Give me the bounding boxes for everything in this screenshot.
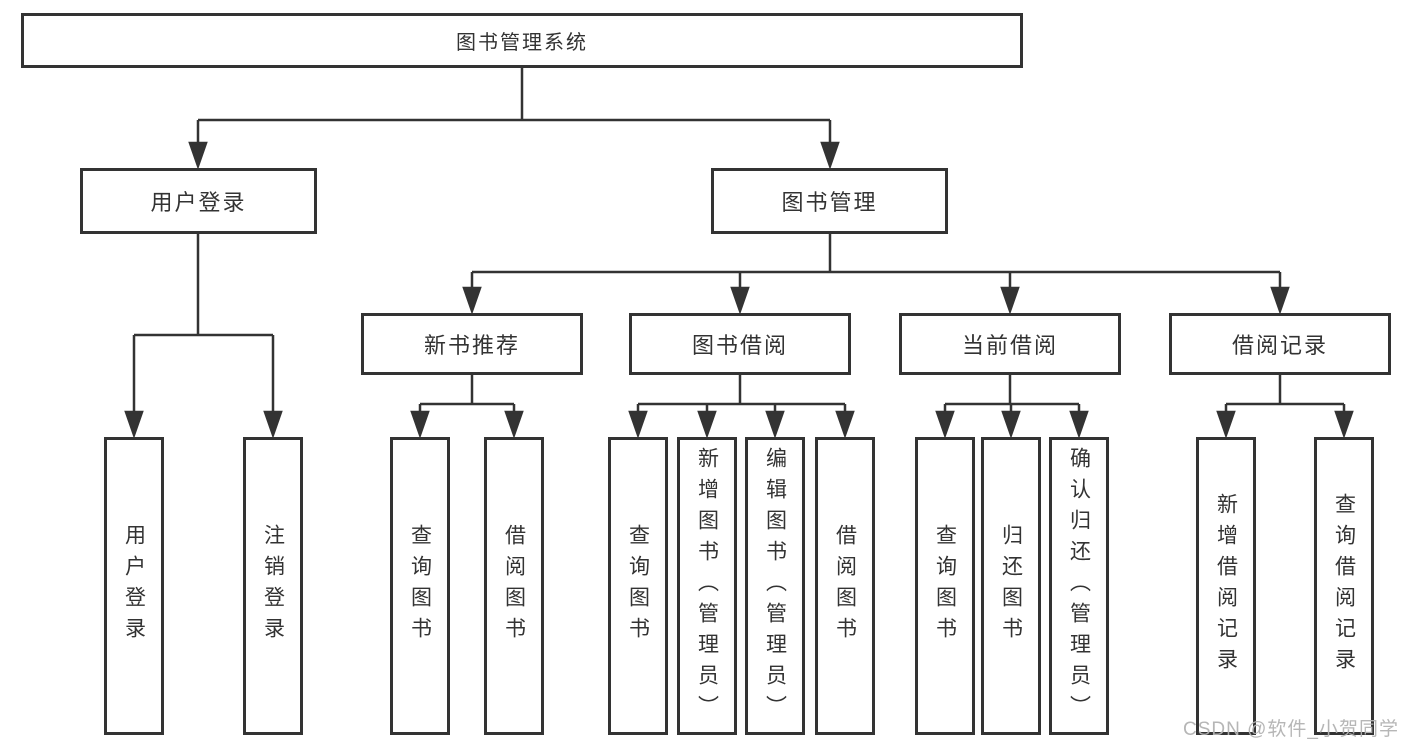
leaf-query-book-current: 查询图书 xyxy=(915,437,975,735)
leaf-label: 确认归还（管理员） xyxy=(1067,446,1091,726)
arrowhead-icon xyxy=(820,141,840,170)
node-root-label: 图书管理系统 xyxy=(456,32,588,54)
leaf-borrow-book-recommend: 借阅图书 xyxy=(484,437,544,735)
leaf-label: 注销登录 xyxy=(261,524,285,648)
node-book-management: 图书管理 xyxy=(711,168,948,234)
arrowhead-icon xyxy=(1001,410,1021,439)
leaf-label: 查询图书 xyxy=(933,524,957,648)
leaf-label: 借阅图书 xyxy=(502,524,526,648)
leaf-label: 新增图书（管理员） xyxy=(695,446,719,726)
arrowhead-icon xyxy=(765,410,785,439)
node-label: 新书推荐 xyxy=(423,333,520,358)
arrowhead-icon xyxy=(462,286,482,315)
arrowhead-icon xyxy=(1270,286,1290,315)
leaf-label: 用户登录 xyxy=(122,524,146,648)
leaf-label: 新增借阅记录 xyxy=(1214,493,1238,679)
leaf-add-borrow-record: 新增借阅记录 xyxy=(1196,437,1256,735)
arrowhead-icon xyxy=(1069,410,1089,439)
arrowhead-icon xyxy=(835,410,855,439)
node-label: 图书管理 xyxy=(781,190,878,215)
node-user-login: 用户登录 xyxy=(80,168,317,234)
arrowhead-icon xyxy=(1000,286,1020,315)
node-borrow-record: 借阅记录 xyxy=(1169,313,1391,375)
arrowhead-icon xyxy=(188,141,208,170)
arrowhead-icon xyxy=(1334,410,1354,439)
node-label: 图书借阅 xyxy=(691,333,788,358)
leaf-label: 借阅图书 xyxy=(833,524,857,648)
leaf-label: 归还图书 xyxy=(999,524,1023,648)
arrowhead-icon xyxy=(697,410,717,439)
leaf-query-book: 查询图书 xyxy=(608,437,668,735)
arrowhead-icon xyxy=(504,410,524,439)
arrowhead-icon xyxy=(935,410,955,439)
watermark: CSDN @软件_小贺同学 xyxy=(1183,719,1399,740)
leaf-logout: 注销登录 xyxy=(243,437,303,735)
leaf-add-book-admin: 新增图书（管理员） xyxy=(677,437,737,735)
leaf-borrow-book: 借阅图书 xyxy=(815,437,875,735)
arrowhead-icon xyxy=(410,410,430,439)
arrowhead-icon xyxy=(263,410,283,439)
connector-user-login xyxy=(124,234,283,439)
leaf-label: 编辑图书（管理员） xyxy=(763,446,787,726)
node-label: 用户登录 xyxy=(150,190,247,215)
arrowhead-icon xyxy=(628,410,648,439)
leaf-label: 查询图书 xyxy=(408,524,432,648)
node-label: 借阅记录 xyxy=(1231,333,1328,358)
connector-new-book xyxy=(410,375,524,439)
connector-book-borrow xyxy=(628,375,855,439)
leaf-label: 查询借阅记录 xyxy=(1332,493,1356,679)
connector-book-management xyxy=(462,234,1290,315)
node-book-borrow: 图书借阅 xyxy=(629,313,851,375)
arrowhead-icon xyxy=(124,410,144,439)
node-root: 图书管理系统 xyxy=(21,13,1023,68)
node-label: 当前借阅 xyxy=(961,333,1058,358)
leaf-return-book: 归还图书 xyxy=(981,437,1041,735)
connector-borrow-record xyxy=(1216,375,1354,439)
leaf-user-login: 用户登录 xyxy=(104,437,164,735)
leaf-query-book-recommend: 查询图书 xyxy=(390,437,450,735)
node-new-book-recommend: 新书推荐 xyxy=(361,313,583,375)
leaf-edit-book-admin: 编辑图书（管理员） xyxy=(745,437,805,735)
leaf-label: 查询图书 xyxy=(626,524,650,648)
leaf-confirm-return-admin: 确认归还（管理员） xyxy=(1049,437,1109,735)
arrowhead-icon xyxy=(1216,410,1236,439)
leaf-query-borrow-record: 查询借阅记录 xyxy=(1314,437,1374,735)
connector-root xyxy=(188,68,840,170)
arrowhead-icon xyxy=(730,286,750,315)
connector-current-borrow xyxy=(935,375,1089,439)
node-current-borrow: 当前借阅 xyxy=(899,313,1121,375)
